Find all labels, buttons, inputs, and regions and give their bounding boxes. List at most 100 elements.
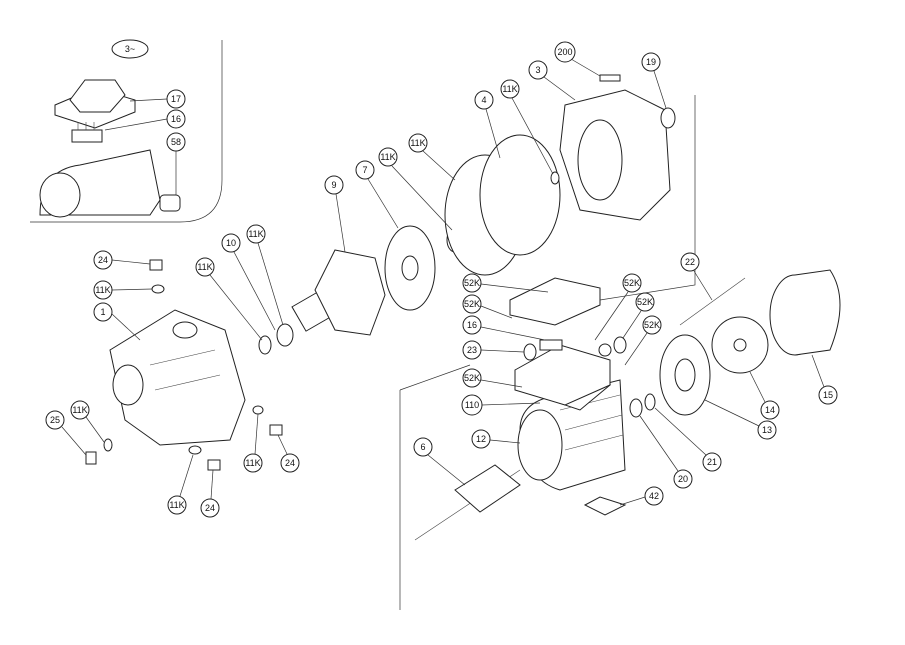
svg-text:52K: 52K xyxy=(624,278,640,288)
svg-text:11K: 11K xyxy=(197,262,212,272)
svg-text:24: 24 xyxy=(205,503,215,513)
callout-12: 12 xyxy=(471,429,521,449)
callout-11k: 11K xyxy=(500,79,554,175)
callout-11k: 11K xyxy=(195,257,263,341)
pump-casing xyxy=(109,309,246,446)
svg-text:200: 200 xyxy=(557,47,572,57)
callout-52k: 52K xyxy=(462,368,523,388)
callout-200: 200 xyxy=(554,41,601,77)
callout-24: 24 xyxy=(200,469,220,518)
callout-110: 110 xyxy=(461,394,541,416)
callout-11k: 11K xyxy=(243,413,263,473)
callout-25: 25 xyxy=(45,410,87,456)
svg-text:11K: 11K xyxy=(169,500,184,510)
svg-text:9: 9 xyxy=(331,180,336,190)
callout-21: 21 xyxy=(654,407,722,472)
motor-housing xyxy=(517,374,626,491)
inset-frame xyxy=(30,40,223,223)
svg-text:11K: 11K xyxy=(502,84,517,94)
callout-24: 24 xyxy=(93,250,151,270)
section-line xyxy=(599,95,696,301)
svg-text:16: 16 xyxy=(171,114,181,124)
svg-text:14: 14 xyxy=(765,405,775,415)
svg-text:11K: 11K xyxy=(245,458,260,468)
callout-52k: 52K xyxy=(594,273,642,341)
callout-11k: 11K xyxy=(246,224,284,326)
svg-text:52K: 52K xyxy=(464,278,480,288)
inset-terminal-cover xyxy=(54,79,136,129)
svg-text:13: 13 xyxy=(762,425,772,435)
svg-text:11K: 11K xyxy=(380,152,395,162)
svg-text:20: 20 xyxy=(678,474,688,484)
callout-4: 4 xyxy=(474,90,501,159)
svg-text:19: 19 xyxy=(646,57,656,67)
callout-52k: 52K xyxy=(622,292,655,339)
callout-42: 42 xyxy=(619,486,664,506)
svg-text:12: 12 xyxy=(476,434,486,444)
callout-23: 23 xyxy=(462,340,525,360)
svg-text:42: 42 xyxy=(649,491,659,501)
callout-11k: 11K xyxy=(408,133,456,181)
svg-text:52K: 52K xyxy=(464,299,480,309)
svg-text:22: 22 xyxy=(685,257,695,267)
svg-text:3~: 3~ xyxy=(125,44,135,54)
svg-text:110: 110 xyxy=(465,400,479,410)
inset-phase-label: 3~ xyxy=(111,39,149,59)
callout-15: 15 xyxy=(811,354,838,405)
inset-motor-body xyxy=(39,149,181,218)
svg-text:4: 4 xyxy=(481,95,486,105)
callout-58: 58 xyxy=(166,132,186,195)
terminal-box xyxy=(509,277,627,406)
svg-text:52K: 52K xyxy=(464,373,480,383)
callout-1: 1 xyxy=(93,302,141,341)
callout-7: 7 xyxy=(355,160,399,229)
callout-17: 17 xyxy=(129,89,186,109)
callout-11k: 11K xyxy=(167,454,194,515)
svg-text:7: 7 xyxy=(362,165,367,175)
fan-cover xyxy=(769,269,841,356)
svg-text:3: 3 xyxy=(535,65,540,75)
callout-20: 20 xyxy=(639,415,693,489)
svg-text:11K: 11K xyxy=(410,138,425,148)
inset-cable-gland xyxy=(159,194,181,212)
callout-10: 10 xyxy=(221,233,276,331)
svg-text:58: 58 xyxy=(171,137,181,147)
motor-flange xyxy=(559,74,676,221)
rotor xyxy=(414,464,521,541)
svg-text:16: 16 xyxy=(467,320,477,330)
callout-14: 14 xyxy=(749,371,780,420)
callout-52k: 52K xyxy=(462,294,513,319)
impeller-assembly xyxy=(258,249,386,355)
svg-text:11K: 11K xyxy=(72,405,87,415)
svg-text:25: 25 xyxy=(50,415,60,425)
svg-text:11K: 11K xyxy=(248,229,263,239)
callout-6: 6 xyxy=(413,437,466,486)
callout-11k: 11K xyxy=(93,280,153,300)
svg-text:11K: 11K xyxy=(95,285,110,295)
callout-3: 3 xyxy=(528,60,576,101)
svg-text:23: 23 xyxy=(467,345,477,355)
callout-13: 13 xyxy=(704,399,777,440)
inset-terminal-block xyxy=(71,122,103,143)
svg-text:1: 1 xyxy=(100,307,105,317)
section-line xyxy=(399,364,471,391)
svg-text:24: 24 xyxy=(285,458,295,468)
bearings-and-end-shield xyxy=(629,277,746,418)
cooling-fan xyxy=(711,316,769,374)
callout-16: 16 xyxy=(104,109,186,131)
callout-22: 22 xyxy=(680,252,713,301)
svg-text:21: 21 xyxy=(707,457,717,467)
motor-foot xyxy=(583,496,627,516)
diffuser-and-seal xyxy=(384,134,561,311)
callout-24: 24 xyxy=(277,434,300,473)
svg-text:6: 6 xyxy=(420,442,425,452)
svg-text:24: 24 xyxy=(98,255,108,265)
svg-text:10: 10 xyxy=(226,238,236,248)
callout-9: 9 xyxy=(324,175,346,253)
callout-52k: 52K xyxy=(462,273,549,293)
callout-16: 16 xyxy=(462,315,546,341)
callout-52k: 52K xyxy=(624,315,662,366)
svg-text:52K: 52K xyxy=(637,297,653,307)
svg-text:17: 17 xyxy=(171,94,181,104)
